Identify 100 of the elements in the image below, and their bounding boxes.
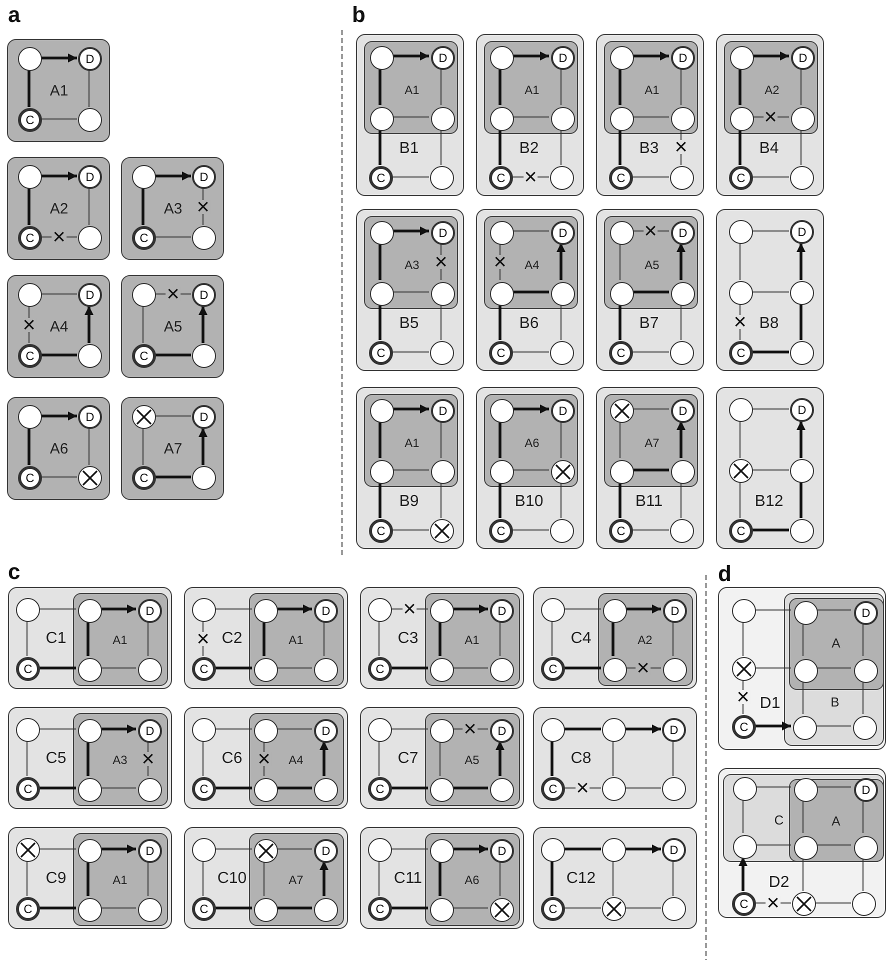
empty-node-circle (794, 778, 818, 802)
path-line (632, 290, 669, 294)
start-node-circle: C (729, 341, 753, 365)
panel-label: B9 (399, 494, 419, 510)
start-node-circle: C (369, 166, 393, 190)
empty-node-circle (730, 46, 754, 70)
path-line (564, 666, 601, 670)
link-line (28, 306, 30, 344)
empty-node-circle (430, 599, 454, 623)
panel-label: C3 (398, 631, 418, 647)
arrow (738, 857, 748, 891)
panel-label: A4 (50, 320, 68, 334)
empty-node-circle (610, 460, 634, 484)
empty-node-circle (732, 599, 756, 623)
cross-mark: × (462, 722, 478, 736)
link-line (440, 128, 442, 166)
subgrid-box (73, 833, 168, 926)
empty-node-circle (610, 107, 634, 131)
arrow (796, 243, 806, 280)
link-line (392, 116, 430, 118)
link-line (800, 68, 802, 106)
start-node-circle: C (368, 897, 392, 921)
panel-card (184, 707, 348, 809)
node-circle: D (490, 599, 514, 623)
panel-card (596, 209, 704, 371)
subgrid-label: B (830, 696, 840, 708)
panel-label: C4 (570, 631, 592, 647)
panel-label: B2 (519, 141, 539, 157)
link-line (26, 740, 28, 776)
node-circle: D (314, 599, 338, 623)
empty-node-circle (730, 107, 754, 131)
node-circle: D (490, 719, 514, 743)
cross-mark: × (166, 287, 180, 301)
subgrid-box (604, 216, 698, 309)
panel-card (596, 387, 704, 549)
empty-node-circle (78, 719, 102, 743)
empty-node-circle (541, 718, 565, 742)
empty-node-circle (430, 839, 454, 863)
subgrid-label: A1 (112, 874, 128, 886)
arrow (496, 741, 504, 776)
path-line (28, 428, 30, 465)
empty-node-circle (551, 107, 575, 131)
panel-card (356, 387, 464, 549)
empty-node-circle (490, 282, 514, 306)
node-circle: D (192, 405, 216, 429)
arrow (632, 52, 669, 60)
arrow (320, 861, 328, 896)
empty-node-circle (541, 598, 565, 622)
panel-card (716, 209, 824, 371)
empty-node-circle (794, 601, 818, 625)
panel-label: B7 (639, 316, 659, 332)
empty-node-circle (794, 659, 818, 683)
path-line (618, 129, 622, 165)
path-line (28, 70, 30, 107)
link-line (26, 860, 28, 896)
panel-label: C11 (394, 871, 422, 887)
panel-label: D2 (768, 875, 790, 891)
node-circle: D (671, 399, 695, 423)
path-line (39, 666, 76, 670)
node-circle: D (78, 165, 102, 189)
panel-label: A5 (164, 320, 182, 334)
link-line (802, 622, 804, 656)
empty-node-circle (78, 344, 102, 368)
empty-node-circle (490, 460, 514, 484)
empty-node-circle (662, 897, 686, 921)
empty-node-circle (430, 166, 454, 190)
node-circle: D (791, 46, 815, 70)
path-line (378, 129, 382, 165)
link-line (154, 236, 192, 238)
path-line (498, 129, 502, 165)
empty-node-circle (671, 460, 695, 484)
start-node-circle: C (732, 892, 756, 916)
subgrid-box (604, 41, 698, 134)
link-line (88, 188, 90, 226)
cross-mark: × (732, 315, 748, 329)
path-line (378, 482, 382, 518)
link-line (680, 304, 682, 340)
link-line (560, 304, 562, 340)
link-line (632, 176, 670, 178)
link-line (742, 798, 744, 834)
empty-node-circle (490, 107, 514, 131)
path-line (564, 848, 601, 850)
path-line (86, 741, 90, 776)
link-line (214, 848, 252, 850)
cross-mark: × (766, 896, 780, 910)
start-node-circle: C (489, 166, 513, 190)
start-node-circle: C (132, 226, 156, 250)
start-node-circle: C (729, 166, 753, 190)
panel-label: C12 (566, 871, 596, 887)
empty-node-circle (254, 778, 278, 802)
section-letter: a (8, 4, 20, 26)
empty-node-circle (18, 47, 42, 71)
link-line (752, 230, 790, 232)
empty-node-circle (370, 107, 394, 131)
link-line (672, 740, 674, 776)
panel-label: B11 (635, 494, 663, 510)
empty-node-circle (729, 398, 753, 422)
empty-node-circle (551, 282, 575, 306)
link-line (560, 68, 562, 106)
link-line (38, 848, 76, 850)
